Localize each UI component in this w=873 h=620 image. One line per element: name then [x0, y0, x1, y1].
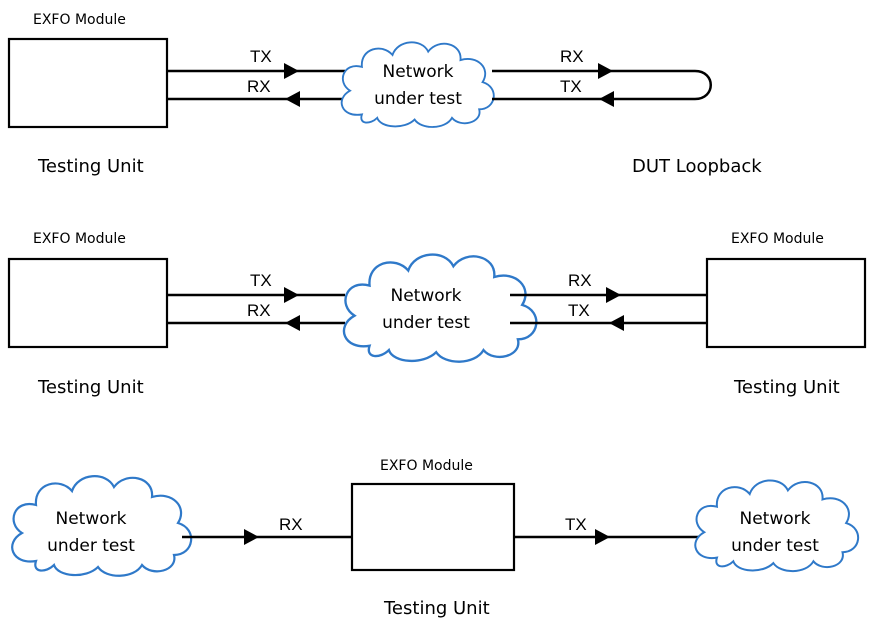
tx-right-label: TX: [568, 301, 590, 320]
exfo-module-box-left: [7, 257, 169, 349]
cloud-text-line2: under test: [382, 313, 470, 333]
tx-label: TX: [565, 515, 587, 534]
testing-unit-label-left: Testing Unit: [37, 377, 144, 398]
loopback-curve: [694, 69, 712, 101]
rx-label: RX: [279, 515, 303, 534]
exfo-module-box: [350, 482, 516, 572]
cloud-text-line2: under test: [374, 89, 462, 109]
tx-arrow-right-icon: [599, 91, 614, 107]
module-label: EXFO Module: [33, 12, 126, 28]
tx-label: TX: [250, 271, 272, 290]
cloud-text-line1: Network: [383, 62, 454, 82]
tx-arrow-icon: [595, 529, 610, 545]
cloud-right-text-line1: Network: [740, 509, 811, 529]
cloud-left-text-line1: Network: [56, 509, 127, 529]
row-2-dual-end: EXFO Module Testing Unit TX RX Network u…: [7, 231, 867, 398]
rx-right-label: RX: [568, 271, 592, 290]
rx-arrow-icon: [285, 91, 300, 107]
cloud-left-text-line2: under test: [47, 536, 135, 556]
tx-arrow-right-icon: [609, 315, 624, 331]
dut-loopback-label: DUT Loopback: [632, 156, 762, 177]
tx-right-label: TX: [560, 77, 582, 96]
cloud-icon: [342, 253, 538, 363]
rx-label: RX: [247, 77, 271, 96]
row-1-loopback: EXFO Module Testing Unit TX RX Network u…: [7, 12, 762, 177]
module-label: EXFO Module: [380, 458, 473, 474]
module-label-left: EXFO Module: [33, 231, 126, 247]
rx-arrow-icon: [285, 315, 300, 331]
exfo-module-box-right: [705, 257, 867, 349]
rx-arrow-right-icon: [598, 63, 613, 79]
row-3-through-mode: Network under test RX EXFO Module Testin…: [10, 458, 860, 619]
testing-unit-label: Testing Unit: [37, 156, 144, 177]
rx-right-label: RX: [560, 47, 584, 66]
testing-unit-label-right: Testing Unit: [733, 377, 840, 398]
tx-label: TX: [250, 47, 272, 66]
rx-arrow-icon: [244, 529, 259, 545]
cloud-text-line1: Network: [391, 286, 462, 306]
rx-label: RX: [247, 301, 271, 320]
testing-unit-label: Testing Unit: [383, 598, 490, 619]
module-label-right: EXFO Module: [731, 231, 824, 247]
tx-arrow-icon: [284, 63, 299, 79]
cloud-icon: [340, 41, 495, 129]
rx-arrow-right-icon: [606, 287, 621, 303]
exfo-module-box: [7, 37, 169, 129]
tx-arrow-icon: [284, 287, 299, 303]
cloud-right-text-line2: under test: [731, 536, 819, 556]
